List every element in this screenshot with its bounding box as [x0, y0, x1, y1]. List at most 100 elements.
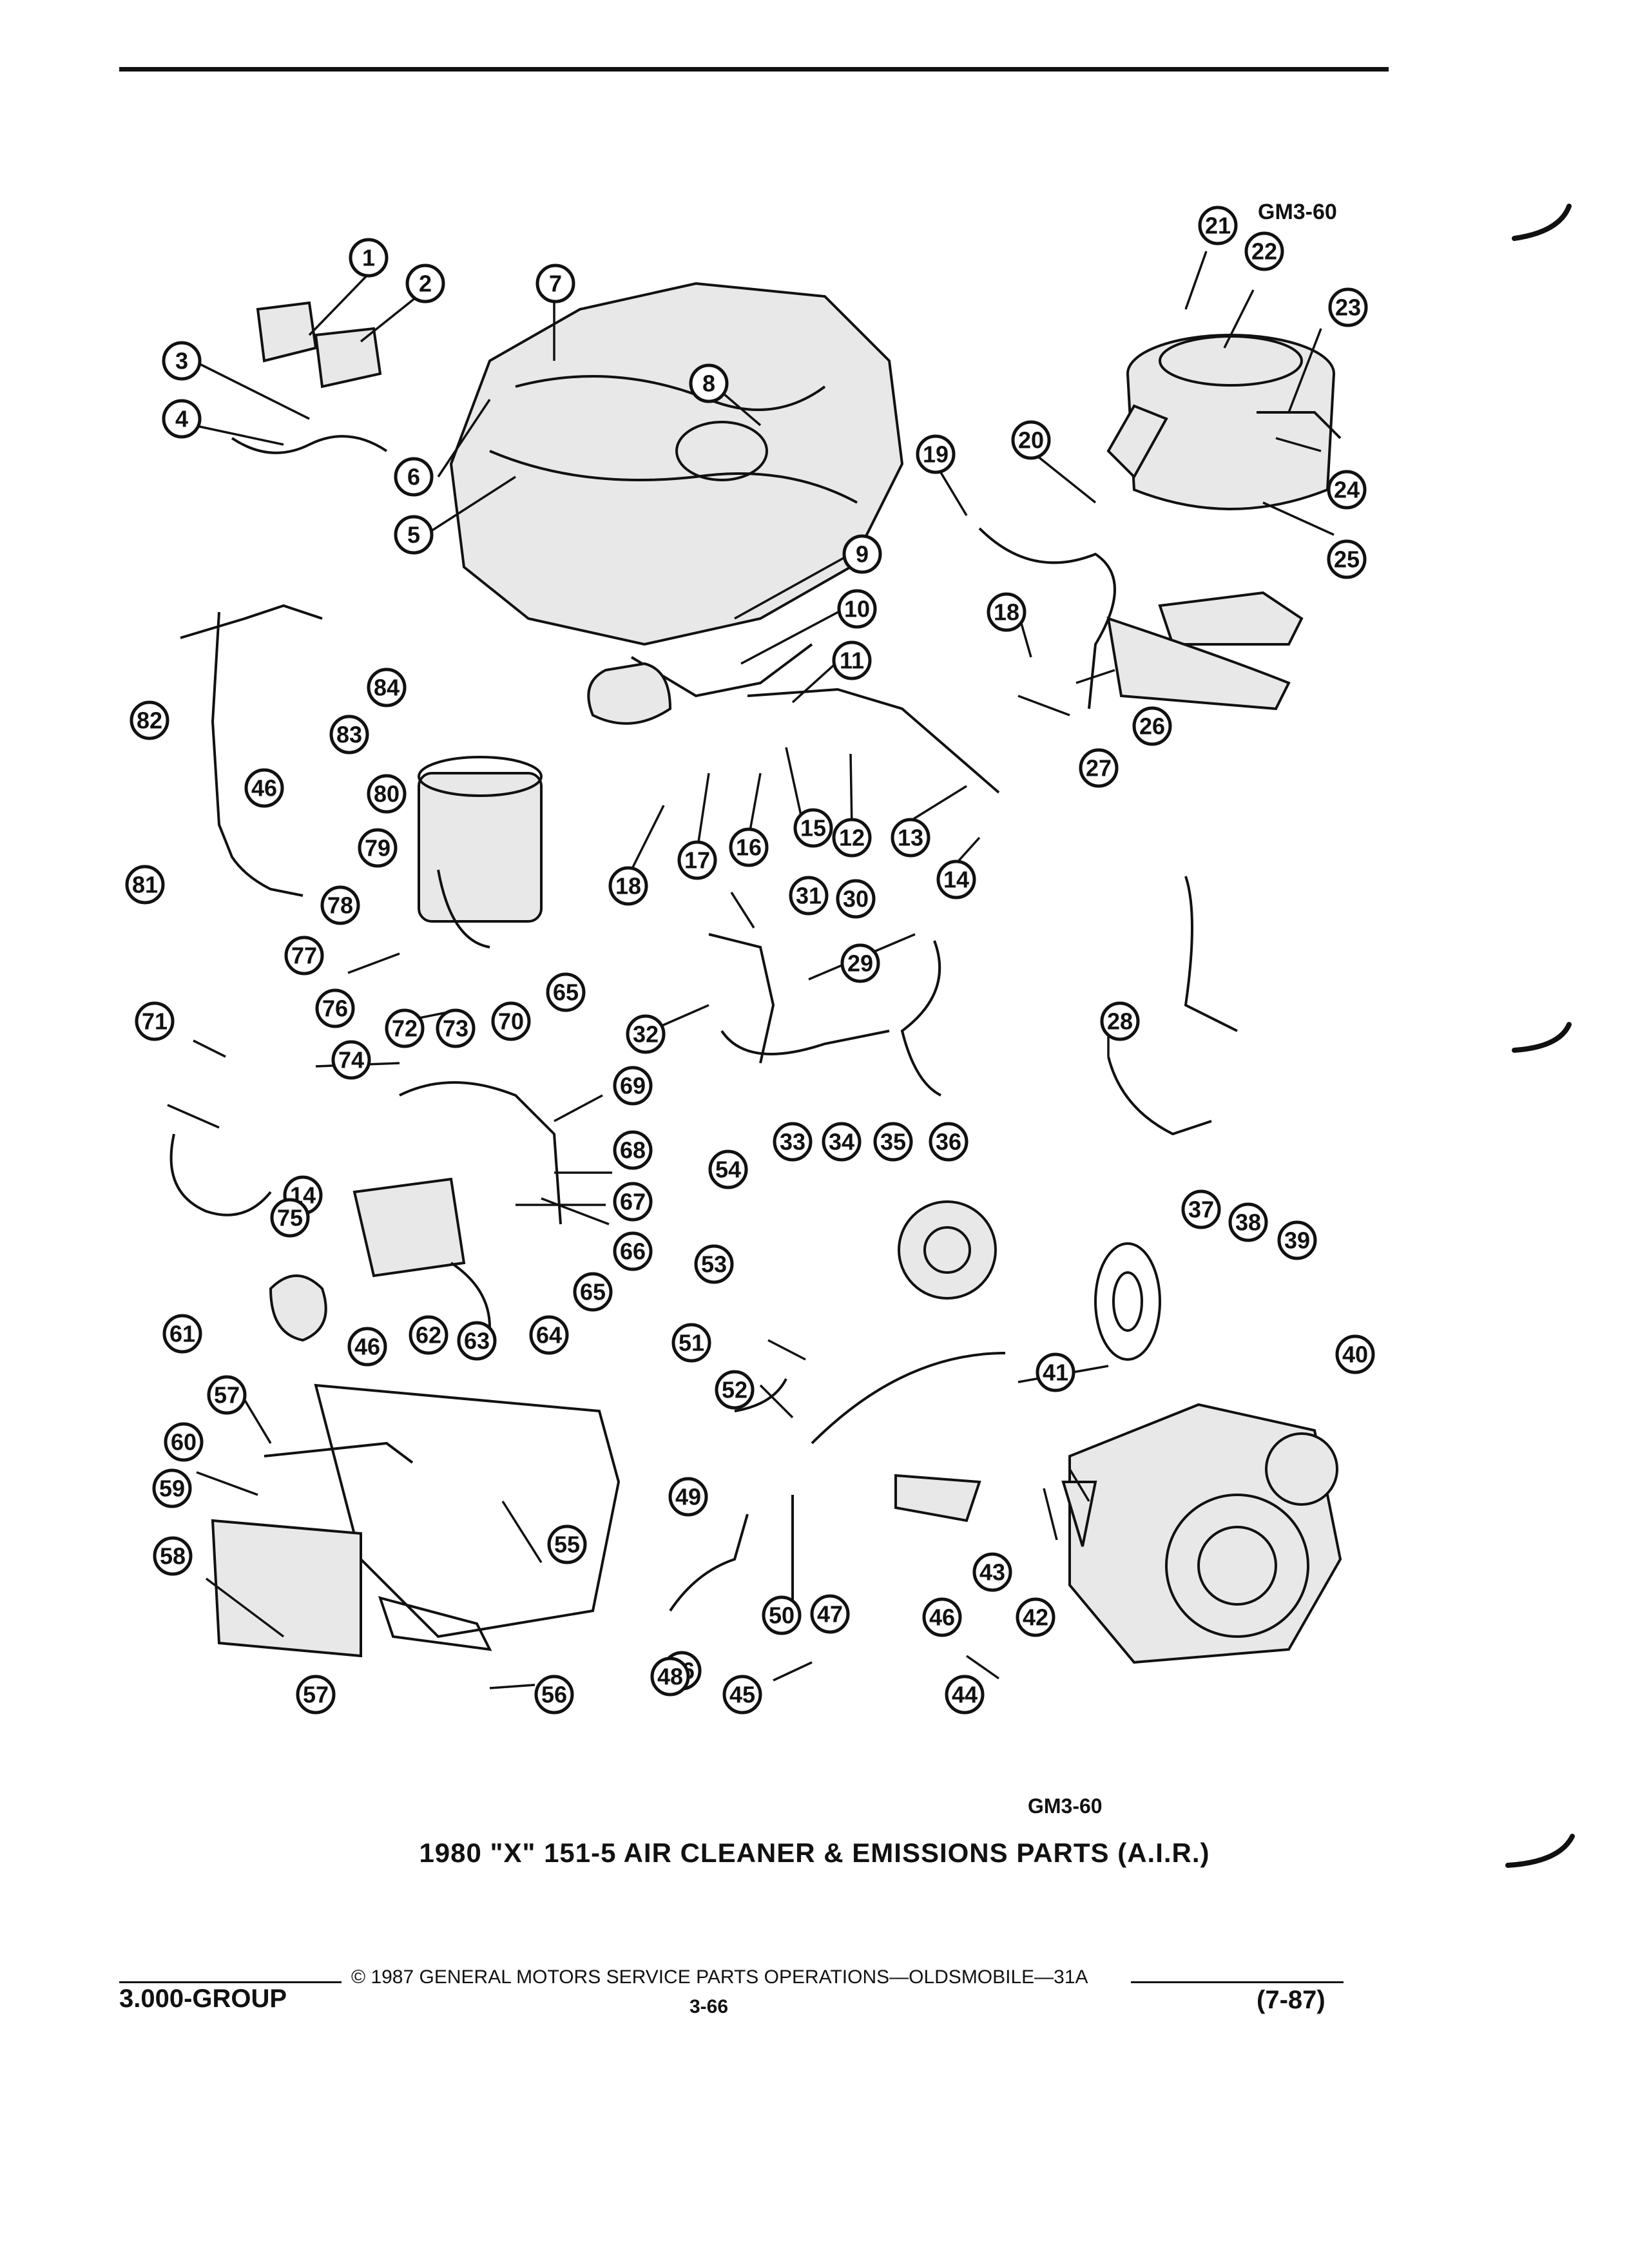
callout-31: 31 — [789, 876, 829, 916]
callout-number: 45 — [729, 1682, 755, 1708]
callout-circle — [873, 1122, 913, 1162]
callout-number: 18 — [615, 873, 641, 899]
callout-circle — [1327, 539, 1367, 579]
callout-circle — [547, 1524, 587, 1564]
callout-12: 12 — [832, 818, 872, 858]
callout-65: 65 — [546, 972, 586, 1012]
callout-number: 81 — [132, 872, 158, 898]
callout-32: 32 — [626, 1014, 666, 1054]
callout-circle — [1100, 1001, 1140, 1041]
callout-63: 63 — [457, 1321, 497, 1361]
callout-circle — [715, 1370, 755, 1410]
callout-number: 78 — [327, 892, 353, 919]
callout-46: 46 — [922, 1597, 962, 1637]
callout-47: 47 — [810, 1594, 850, 1634]
callout-number: 71 — [142, 1008, 168, 1035]
callout-73: 73 — [436, 1008, 476, 1048]
callout-61: 61 — [162, 1314, 202, 1354]
callout-58: 58 — [153, 1536, 193, 1576]
callout-48: 48 — [650, 1657, 690, 1696]
callout-83: 83 — [329, 715, 369, 754]
callout-46: 46 — [347, 1327, 387, 1367]
callout-2: 2 — [405, 264, 445, 303]
callout-number: 74 — [338, 1047, 364, 1073]
callout-number: 16 — [736, 834, 762, 861]
callout-circle — [457, 1321, 497, 1361]
callout-circle — [694, 1244, 734, 1284]
callout-circle — [613, 1231, 653, 1271]
callout-26: 26 — [1132, 706, 1172, 746]
callout-69: 69 — [613, 1066, 653, 1106]
callout-72: 72 — [385, 1008, 425, 1048]
callout-number: 5 — [407, 522, 420, 548]
callout-70: 70 — [491, 1001, 531, 1041]
callout-circle — [347, 1327, 387, 1367]
callout-13: 13 — [891, 818, 930, 858]
callout-circle — [1181, 1189, 1221, 1229]
callout-circle — [573, 1272, 613, 1312]
callout-circle — [394, 457, 434, 497]
callout-74: 74 — [331, 1040, 371, 1080]
callout-circle — [842, 534, 882, 574]
callout-number: 60 — [171, 1429, 197, 1456]
callout-71: 71 — [135, 1001, 175, 1041]
callout-81: 81 — [125, 865, 165, 905]
callout-9: 9 — [842, 534, 882, 574]
callout-17: 17 — [677, 840, 717, 880]
callout-circle — [1036, 1352, 1075, 1392]
callout-56: 56 — [534, 1675, 574, 1715]
callout-number: 31 — [796, 883, 822, 909]
callout-circle — [270, 1198, 310, 1238]
diagram-code-bottom: GM3-60 — [1028, 1794, 1103, 1818]
callout-circle — [929, 1122, 969, 1162]
callout-49: 49 — [668, 1477, 708, 1517]
callout-number: 72 — [392, 1015, 418, 1042]
callout-circle — [793, 808, 833, 848]
callout-circle — [729, 827, 769, 867]
callout-24: 24 — [1327, 470, 1367, 510]
callout-number: 12 — [839, 825, 865, 851]
callout-number: 43 — [979, 1559, 1005, 1586]
callout-4: 4 — [162, 399, 202, 439]
callout-circle — [822, 1122, 862, 1162]
callout-number: 48 — [657, 1664, 683, 1690]
callout-circle — [546, 972, 586, 1012]
callout-84: 84 — [367, 668, 407, 707]
callout-number: 56 — [541, 1682, 567, 1708]
callout-number: 25 — [1334, 546, 1360, 573]
callout-66: 66 — [613, 1231, 653, 1271]
callout-number: 65 — [580, 1279, 606, 1305]
callout-40: 40 — [1335, 1334, 1375, 1374]
callout-circle — [331, 1040, 371, 1080]
callout-circle — [945, 1675, 985, 1715]
callout-circle — [436, 1008, 476, 1048]
callout-62: 62 — [409, 1315, 448, 1355]
callout-number: 80 — [374, 781, 400, 807]
callout-circle — [671, 1323, 711, 1363]
callout-circle — [1335, 1334, 1375, 1374]
air-pump — [898, 1200, 997, 1300]
callout-77: 77 — [284, 936, 324, 975]
callout-number: 62 — [416, 1322, 441, 1349]
pump-pulley — [1094, 1242, 1161, 1361]
callout-number: 1 — [362, 245, 375, 271]
callout-circle — [1277, 1220, 1317, 1260]
callout-number: 61 — [169, 1321, 195, 1347]
callout-number: 52 — [722, 1377, 747, 1403]
callout-80: 80 — [367, 774, 407, 814]
callout-18: 18 — [608, 866, 648, 906]
callout-21: 21 — [1198, 206, 1238, 245]
callout-number: 75 — [277, 1205, 303, 1231]
callout-78: 78 — [320, 885, 360, 925]
callout-number: 59 — [159, 1475, 185, 1502]
callout-45: 45 — [722, 1675, 762, 1715]
callout-number: 21 — [1205, 213, 1231, 239]
callout-number: 65 — [553, 979, 579, 1006]
callout-number: 3 — [175, 348, 188, 374]
leader-lines — [167, 251, 1335, 1689]
callout-number: 40 — [1342, 1341, 1368, 1368]
callout-3: 3 — [162, 341, 202, 381]
callout-36: 36 — [929, 1122, 969, 1162]
vapor-canister — [418, 772, 543, 923]
footer-date: (7-87) — [1257, 1986, 1325, 2014]
